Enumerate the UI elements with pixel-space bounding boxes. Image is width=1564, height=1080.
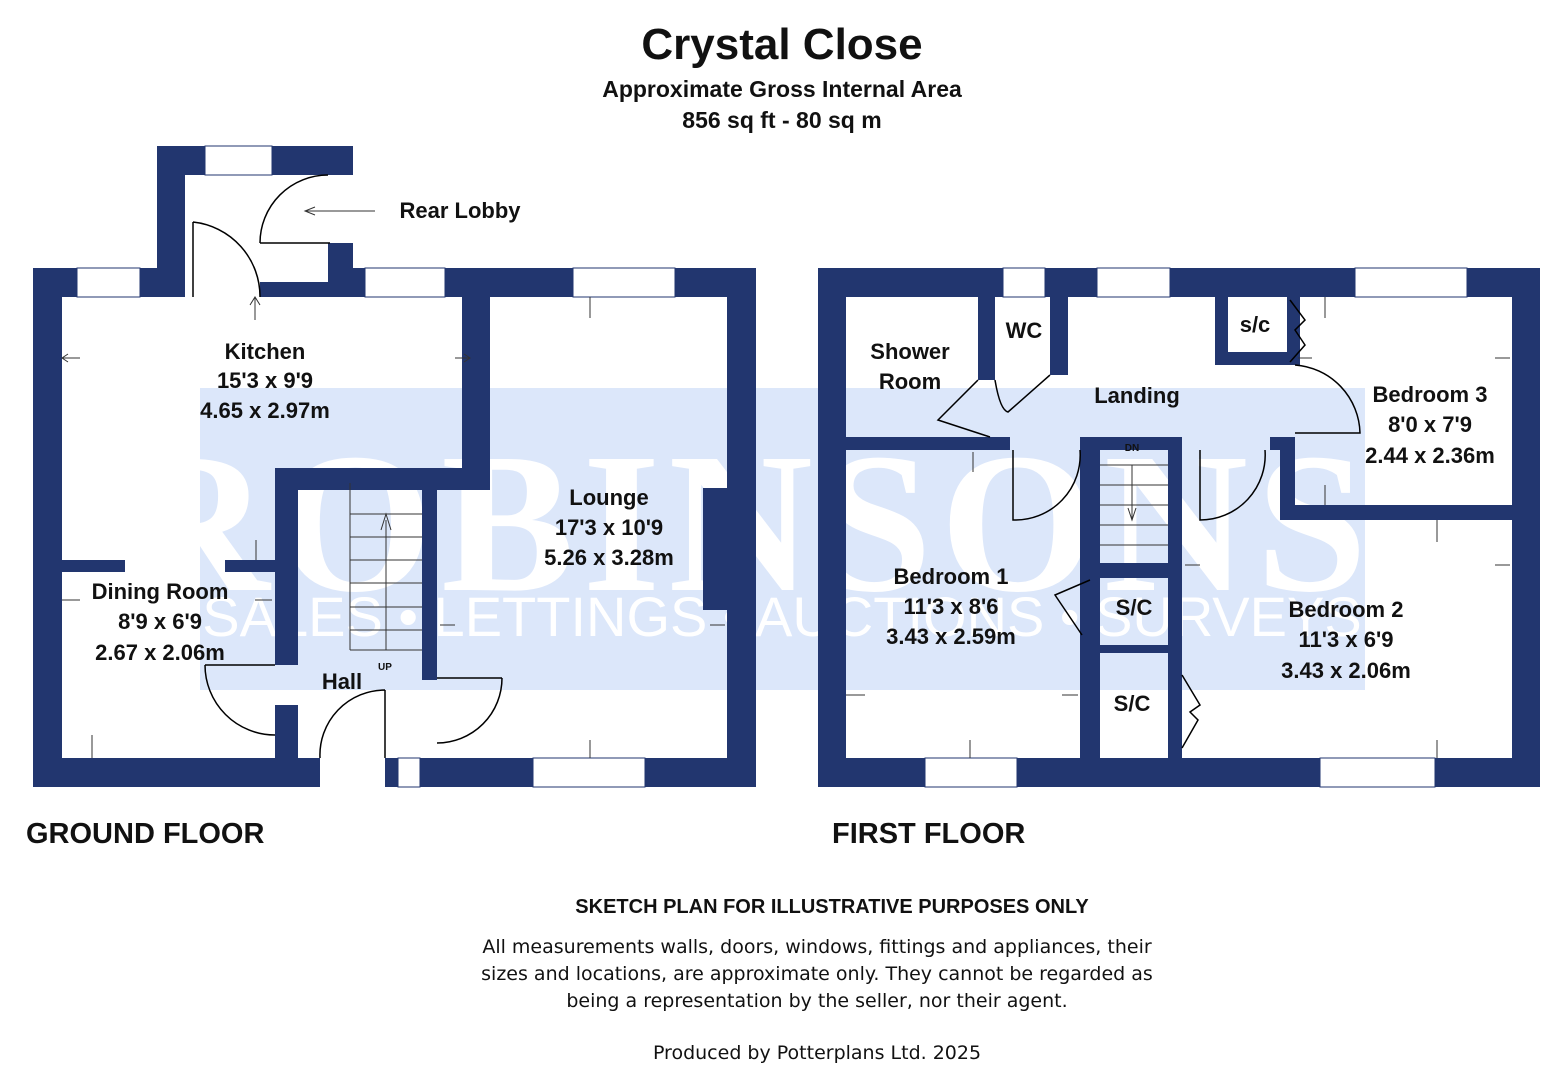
room-landing: Landing <box>1094 383 1180 408</box>
watermark-brand: ROBINSONS' <box>125 413 1439 634</box>
stairs-up-label: UP <box>378 662 392 673</box>
room-hall: Hall <box>322 669 362 694</box>
room-bedroom1-imperial: 11'3 x 8'6 <box>904 594 999 619</box>
disclaimer-line-2: sizes and locations, are approximate onl… <box>481 963 1153 985</box>
room-kitchen-imperial: 15'3 x 9'9 <box>217 368 313 393</box>
ground-floor-label: GROUND FLOOR <box>26 818 265 850</box>
first-floor-walls <box>818 267 1540 788</box>
room-lounge-name: Lounge <box>569 485 648 510</box>
disclaimer-line-1: All measurements walls, doors, windows, … <box>482 936 1152 958</box>
room-bedroom3-metric: 2.44 x 2.36m <box>1365 443 1495 468</box>
room-shower-line2: Room <box>879 369 941 394</box>
room-sc-low: S/C <box>1114 691 1151 716</box>
room-dining-metric: 2.67 x 2.06m <box>95 640 225 665</box>
room-sc-top: s/c <box>1240 312 1271 337</box>
room-shower-line1: Shower <box>870 339 950 364</box>
first-floor-label: FIRST FLOOR <box>832 818 1026 850</box>
room-bedroom3-name: Bedroom 3 <box>1373 382 1488 407</box>
room-bedroom2-name: Bedroom 2 <box>1289 597 1404 622</box>
ground-floor-walls <box>33 145 756 788</box>
plan-title: Crystal Close <box>641 20 923 69</box>
room-dining-name: Dining Room <box>92 579 229 604</box>
room-rear-lobby: Rear Lobby <box>399 198 521 223</box>
watermark: ROBINSONS' SALES • LETTINGS • AUCTIONS •… <box>125 388 1439 690</box>
plan-subtitle: Approximate Gross Internal Area <box>602 76 962 102</box>
room-lounge-imperial: 17'3 x 10'9 <box>555 515 663 540</box>
disclaimer-heading: SKETCH PLAN FOR ILLUSTRATIVE PURPOSES ON… <box>575 896 1089 918</box>
disclaimer-line-3: being a representation by the seller, no… <box>566 990 1068 1012</box>
room-lounge-metric: 5.26 x 3.28m <box>544 545 674 570</box>
room-bedroom3-imperial: 8'0 x 7'9 <box>1388 412 1472 437</box>
room-dining-imperial: 8'9 x 6'9 <box>118 609 202 634</box>
room-wc: WC <box>1006 318 1043 343</box>
room-bedroom1-name: Bedroom 1 <box>894 564 1009 589</box>
room-bedroom1-metric: 3.43 x 2.59m <box>886 624 1016 649</box>
watermark-tagline: SALES • LETTINGS • AUCTIONS • SURVEYS <box>202 585 1361 648</box>
room-kitchen-metric: 4.65 x 2.97m <box>200 398 330 423</box>
room-bedroom2-metric: 3.43 x 2.06m <box>1281 658 1411 683</box>
plan-area: 856 sq ft - 80 sq m <box>682 107 882 133</box>
room-bedroom2-imperial: 11'3 x 6'9 <box>1299 627 1394 652</box>
stairs-down-label: DN <box>1125 443 1139 454</box>
producer-credit: Produced by Potterplans Ltd. 2025 <box>652 1042 982 1064</box>
room-sc-mid: S/C <box>1116 595 1153 620</box>
room-kitchen-name: Kitchen <box>225 339 306 364</box>
